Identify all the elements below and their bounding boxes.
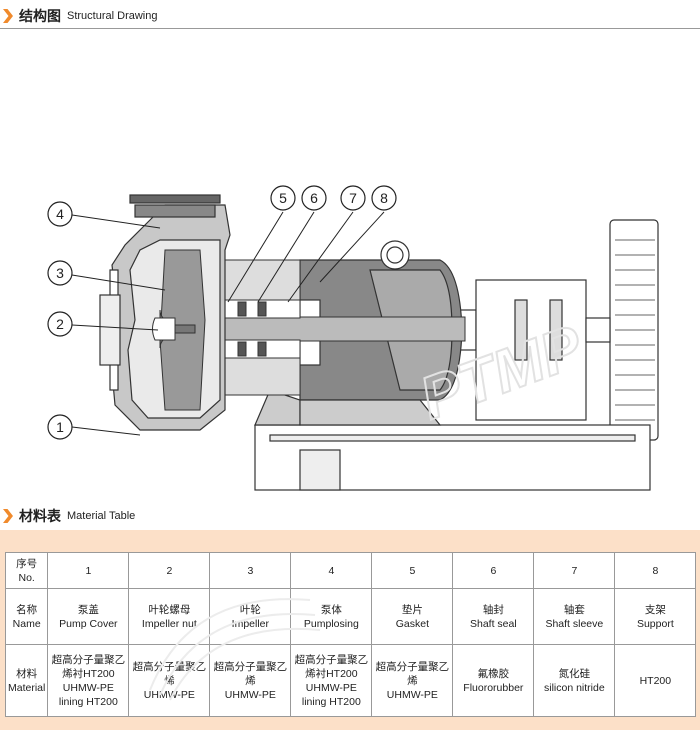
motor-body bbox=[609, 219, 659, 441]
part-material: HT200 bbox=[614, 644, 697, 717]
impeller-nut bbox=[152, 317, 176, 341]
callout-6: 6 bbox=[310, 190, 318, 206]
part-no: 1 bbox=[47, 552, 130, 589]
part-no: 8 bbox=[614, 552, 697, 589]
callout-5: 5 bbox=[279, 190, 287, 206]
header-no: 序号 No. bbox=[4, 552, 49, 589]
part-no: 7 bbox=[533, 552, 616, 589]
structure-title-cn: 结构图 bbox=[19, 9, 61, 25]
part-no: 6 bbox=[452, 552, 535, 589]
part-no: 2 bbox=[128, 552, 211, 589]
header-material: 材料 Material bbox=[4, 644, 49, 717]
material-title-cn: 材料表 bbox=[19, 509, 61, 525]
callout-4: 4 bbox=[56, 206, 64, 222]
part-no: 3 bbox=[209, 552, 292, 589]
row-number: 序号 No. 1 2 3 4 5 6 7 8 bbox=[4, 552, 697, 589]
header-name: 名称 Name bbox=[4, 588, 49, 645]
structure-divider bbox=[0, 28, 700, 29]
chevron-right-icon bbox=[3, 509, 13, 523]
part-no: 4 bbox=[290, 552, 373, 589]
callout-leaders bbox=[71, 211, 385, 436]
structure-section-header: 结构图 Structural Drawing bbox=[0, 5, 700, 27]
chevron-right-icon bbox=[3, 9, 13, 23]
pump-structural-drawing: PTMP 1 2 3 4 5 6 7 8 bbox=[47, 185, 659, 491]
part-no: 5 bbox=[371, 552, 454, 589]
callout-2: 2 bbox=[56, 316, 64, 332]
callout-1: 1 bbox=[56, 419, 64, 435]
seal-chamber bbox=[224, 259, 301, 396]
callout-circles bbox=[47, 185, 397, 440]
callout-7: 7 bbox=[349, 190, 357, 206]
base-frame bbox=[254, 424, 651, 491]
material-title-en: Material Table bbox=[67, 510, 136, 522]
material-section-header: 材料表 Material Table bbox=[0, 505, 700, 527]
structure-title-en: Structural Drawing bbox=[67, 10, 158, 22]
coupling bbox=[459, 279, 611, 421]
callout-3: 3 bbox=[56, 265, 64, 281]
callout-8: 8 bbox=[380, 190, 388, 206]
